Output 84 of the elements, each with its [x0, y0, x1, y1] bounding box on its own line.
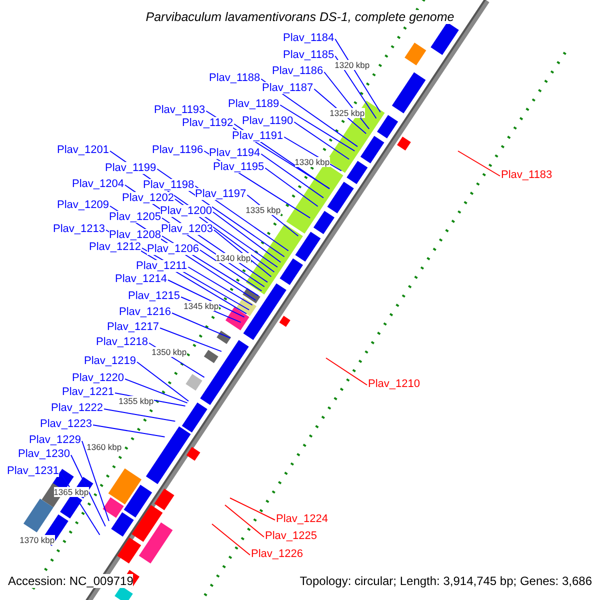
leader-line — [60, 472, 100, 536]
leader-line — [124, 378, 188, 404]
gene-label: Plav_1206 — [147, 243, 199, 255]
leader-line — [230, 498, 276, 520]
gene-label: Plav_1189 — [228, 98, 280, 110]
gene-label: Plav_1193 — [154, 104, 206, 116]
leader-line — [212, 524, 250, 556]
gene-label: Plav_1188 — [209, 72, 260, 84]
scale-tick-label: 1340 kbp — [216, 253, 251, 264]
gene-label: Plav_1211 — [136, 260, 188, 272]
scale-tick-label: 1365 kbp — [54, 487, 89, 498]
gene-label: Plav_1226 — [251, 548, 303, 560]
gene-label: Plav_1204 — [72, 178, 124, 190]
gene-label: Plav_1186 — [272, 65, 324, 77]
scale-tick-label: 1355 kbp — [118, 396, 154, 406]
leader-line — [82, 440, 110, 522]
leader-line — [280, 104, 356, 152]
leader-line — [214, 230, 272, 278]
scale-tick-label: 1335 kbp — [246, 205, 281, 216]
gene-label: Plav_1221 — [62, 386, 114, 398]
leader-line — [92, 424, 166, 438]
leader-line — [334, 38, 381, 113]
gene-label: Plav_1185 — [283, 49, 334, 61]
gene-label: Plav_1215 — [128, 290, 180, 302]
gene-label: Plav_1190 — [242, 115, 294, 127]
gene-label: Plav_1216 — [119, 306, 171, 318]
leader-line — [224, 504, 264, 538]
leader-line — [200, 250, 262, 292]
gene-label: Plav_1224 — [276, 513, 328, 525]
scale-tick-label: 1370 kbp — [20, 535, 55, 546]
scale-tick-label: 1350 kbp — [152, 347, 187, 358]
gene-label: Plav_1220 — [72, 372, 124, 384]
gene-label: Plav_1213 — [53, 223, 105, 235]
gene-label: Plav_1196 — [152, 144, 204, 156]
gene-label: Plav_1201 — [57, 144, 109, 156]
leader-line — [168, 280, 245, 318]
gene-label: Plav_1219 — [84, 355, 136, 367]
chart-title: Parvibaculum lavamentivorans DS-1, complete genome — [144, 10, 456, 24]
leader-line — [264, 168, 318, 207]
gene-label: Plav_1225 — [265, 530, 317, 542]
gene-label: Plav_1230 — [18, 448, 70, 460]
gene-label: Plav_1202 — [122, 192, 174, 204]
scale-tick-label: 1345 kbp — [184, 301, 219, 312]
gene-label: Plav_1231 — [7, 465, 59, 477]
accession-text: Accession: NC_009719 — [8, 574, 134, 588]
gene-label: Plav_1218 — [96, 336, 148, 348]
gene-label: Plav_1229 — [29, 434, 81, 446]
gene-label: Plav_1194 — [209, 147, 260, 159]
gene-label: Plav_1183 — [501, 169, 552, 181]
leader-line — [188, 266, 253, 306]
leader-line — [294, 122, 350, 160]
gene-label: Plav_1200 — [160, 205, 212, 217]
gene-label: Plav_1198 — [143, 179, 194, 191]
gene-label: Plav_1192 — [182, 117, 234, 129]
gene-label: Plav_1184 — [283, 32, 334, 44]
leader-line — [160, 328, 222, 352]
leader-line — [458, 150, 500, 176]
leader-line — [212, 212, 282, 263]
scale-tick-label: 1325 kbp — [330, 108, 365, 118]
gene-label: Plav_1197 — [195, 188, 246, 200]
scale-tick-label: 1330 kbp — [294, 157, 330, 168]
gene-label: Plav_1199 — [105, 162, 156, 174]
gene-label: Plav_1222 — [51, 402, 103, 414]
gene-label: Plav_1191 — [232, 130, 284, 142]
gene-label: Plav_1223 — [40, 418, 92, 430]
gene-label: Plav_1203 — [161, 223, 213, 235]
gene-label: Plav_1195 — [213, 161, 264, 173]
gene-label: Plav_1205 — [109, 211, 161, 223]
leader-line — [136, 362, 189, 402]
leader-line — [172, 312, 231, 339]
gene-label: Plav_1209 — [57, 199, 109, 211]
gene-label: Plav_1210 — [368, 378, 420, 390]
scale-tick-label: 1360 kbp — [86, 442, 122, 452]
gene-label: Plav_1187 — [262, 82, 314, 94]
leader-line — [70, 454, 106, 527]
genome-summary-text: Topology: circular; Length: 3,914,745 bp; Genes: 3,686 — [300, 574, 592, 588]
gene-label: Plav_1214 — [115, 273, 167, 285]
gene-label: Plav_1208 — [109, 229, 161, 241]
scale-tick-label: 1320 kbp — [334, 60, 370, 70]
leader-line — [104, 408, 176, 422]
leader-line — [326, 358, 368, 386]
leader-line — [260, 154, 324, 198]
gene-label: Plav_1217 — [107, 321, 159, 333]
gene-label: Plav_1212 — [89, 241, 141, 253]
